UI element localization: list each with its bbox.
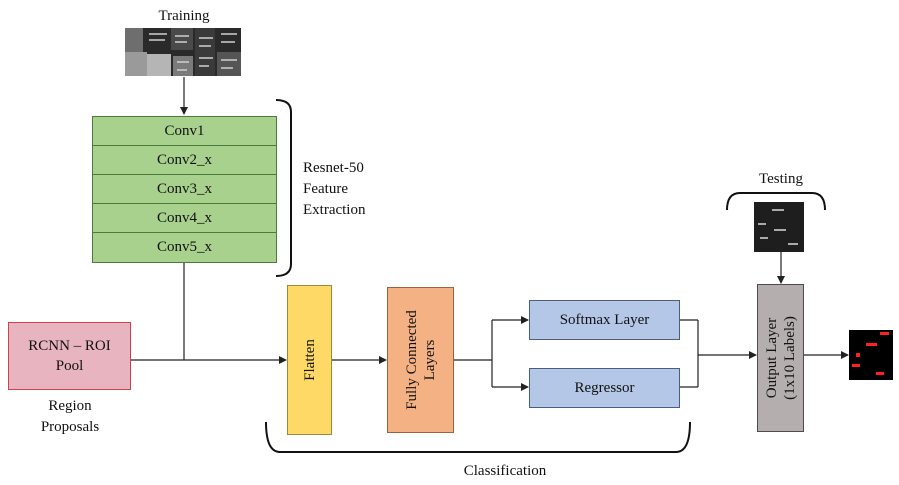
resnet-caption-line-2: Feature <box>303 181 348 197</box>
resnet-caption-line-1: Resnet-50 <box>303 160 364 176</box>
output-layer-label: Output Layer (1x10 Labels) <box>763 316 799 400</box>
classification-label: Classification <box>463 463 547 479</box>
conv-layer-5: Conv5_x <box>92 232 277 263</box>
output-layer-box: Output Layer (1x10 Labels) <box>757 284 804 432</box>
flatten-box: Flatten <box>287 285 332 435</box>
roi-pool-box: RCNN – ROI Pool <box>8 322 131 390</box>
testing-label: Testing <box>759 171 803 187</box>
classification-bracket <box>265 421 691 453</box>
testing-bracket <box>726 192 826 211</box>
conv-layer-1: Conv1 <box>92 116 277 146</box>
softmax-layer-box: Softmax Layer <box>529 300 680 340</box>
output-line-2: (1x10 Labels) <box>781 316 798 400</box>
training-label: Training <box>158 8 210 24</box>
output-line-1: Output Layer <box>763 317 780 399</box>
region-proposals-label: Region Proposals <box>20 396 120 438</box>
regressor-box: Regressor <box>529 368 680 408</box>
fully-connected-box: Fully Connected Layers <box>387 287 454 433</box>
testing-image <box>754 202 804 252</box>
fc-line-1: Fully Connected <box>403 310 420 410</box>
result-image <box>849 330 893 380</box>
training-image <box>125 28 241 76</box>
roi-pool-line-2: Pool <box>55 358 84 374</box>
resnet-caption-line-3: Extraction <box>303 202 366 218</box>
fully-connected-label: Fully Connected Layers <box>403 310 439 410</box>
region-line-2: Proposals <box>40 419 100 435</box>
conv-layer-4: Conv4_x <box>92 203 277 233</box>
conv-layer-2: Conv2_x <box>92 145 277 175</box>
fc-line-2: Layers <box>421 339 438 381</box>
resnet-bracket <box>275 99 292 277</box>
conv-layer-3: Conv3_x <box>92 174 277 204</box>
resnet-caption: Resnet-50 Feature Extraction <box>303 158 413 221</box>
flatten-label: Flatten <box>301 339 318 381</box>
region-line-1: Region <box>48 398 92 414</box>
roi-pool-line-1: RCNN – ROI <box>28 338 111 354</box>
